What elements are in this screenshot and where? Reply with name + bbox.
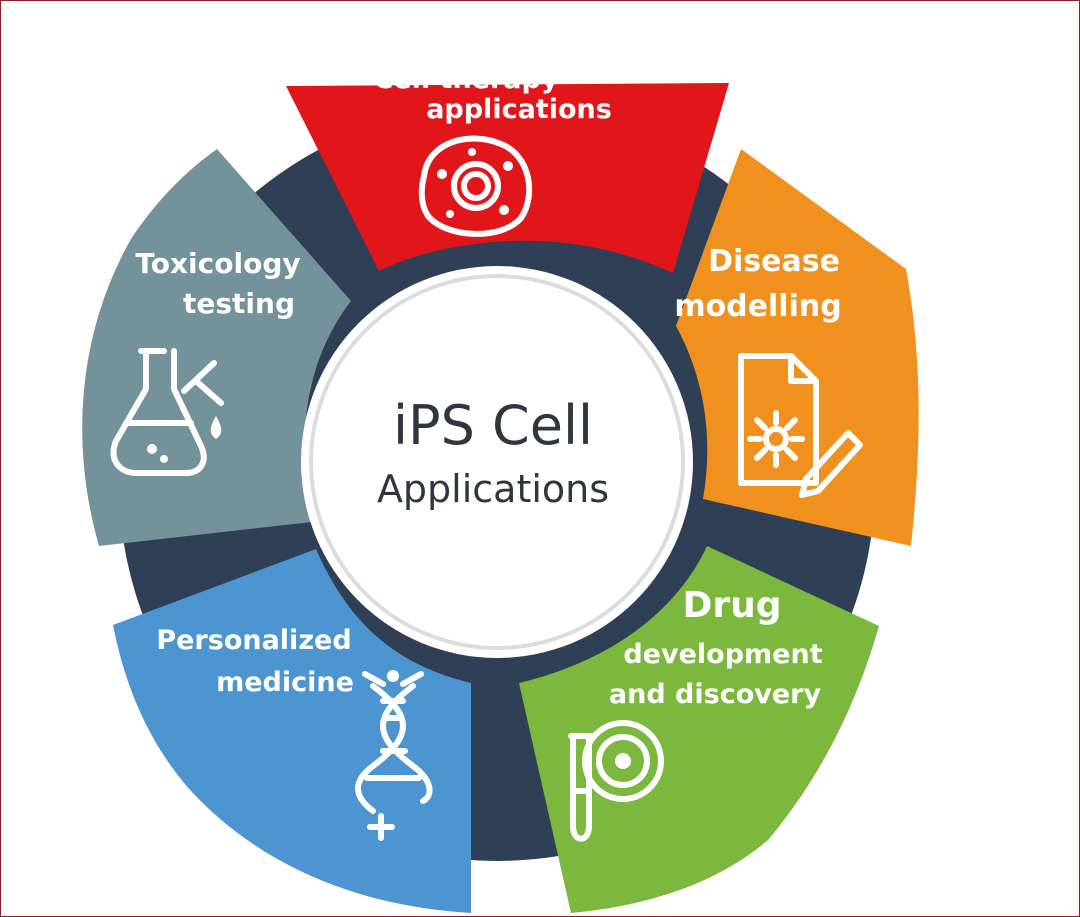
drug-development-segment	[519, 546, 879, 913]
center-circle	[309, 274, 685, 650]
toxicology-testing-label: Toxicology testing	[135, 247, 300, 320]
flask-dropper-icon	[110, 348, 224, 476]
drug-development-line-1: Drug	[682, 585, 781, 626]
disease-modelling-label: Disease modelling	[674, 244, 841, 324]
toxicology-testing-line-1: Toxicology	[135, 247, 300, 280]
drug-development-line-3: and discovery	[609, 679, 822, 710]
center-subtitle: Applications	[377, 467, 609, 511]
personalized-medicine-label: Personalized medicine	[156, 625, 354, 698]
cell-therapy-segment	[286, 83, 729, 273]
drug-development-line-2: development	[623, 639, 822, 670]
personalized-medicine-line-2: medicine	[216, 667, 354, 698]
cell-therapy-line-1: Cell therapy	[374, 64, 559, 95]
toxicology-testing-line-2: testing	[183, 287, 295, 320]
cell-icon	[418, 135, 533, 237]
document-pencil-icon	[738, 353, 863, 498]
personalized-medicine-line-1: Personalized	[156, 625, 351, 656]
disease-modelling-line-2: modelling	[674, 289, 841, 324]
dna-plus-icon	[355, 670, 433, 841]
disease-modelling-line-1: Disease	[708, 244, 840, 279]
cell-therapy-label: Cell therapy applications	[374, 64, 612, 125]
drug-development-label: Drug development and discovery	[609, 585, 823, 710]
cell-therapy-line-2: applications	[426, 94, 612, 125]
center-title: iPS Cell	[393, 394, 593, 457]
test-tube-petri-icon	[568, 720, 664, 842]
segments-layer	[82, 83, 919, 913]
